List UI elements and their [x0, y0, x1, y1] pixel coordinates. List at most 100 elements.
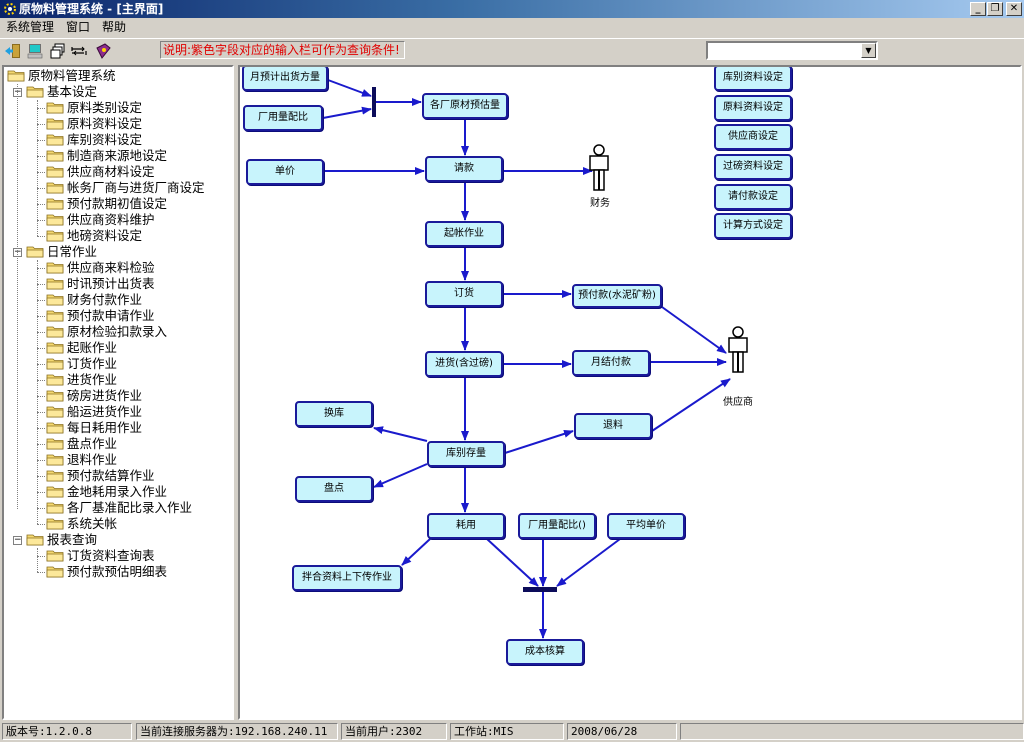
tree-item-label: 原物料管理系统: [28, 68, 116, 83]
tree-item[interactable]: 原材检验扣款录入: [46, 324, 167, 340]
tree-item-label: 起账作业: [67, 340, 118, 355]
node-set-warehouse[interactable]: 库别资料设定: [714, 67, 792, 91]
node-set-calc[interactable]: 计算方式设定: [714, 213, 792, 239]
tree-item[interactable]: 订货作业: [46, 356, 117, 372]
folder-icon: [26, 85, 44, 98]
actor-supplier-icon: [728, 326, 748, 373]
tree-item[interactable]: 进货作业: [46, 372, 117, 388]
node-factory-ratio[interactable]: 厂用量配比: [243, 105, 323, 131]
folder-icon: [46, 213, 64, 226]
tree-item[interactable]: 每日耗用作业: [46, 420, 142, 436]
tree-item-label: 系统关帐: [67, 516, 118, 531]
collapse-toggle-icon[interactable]: −: [13, 535, 22, 545]
node-prepay[interactable]: 预付款(水泥矿粉): [572, 284, 662, 308]
tree-item[interactable]: 财务付款作业: [46, 292, 142, 308]
tree-item[interactable]: 退料作业: [46, 452, 117, 468]
node-unit-price[interactable]: 单价: [246, 159, 324, 185]
query-combo-box[interactable]: ▼: [706, 41, 878, 60]
actor-finance-label: 财务: [590, 198, 610, 209]
folder-icon: [46, 277, 64, 290]
exit-door-icon[interactable]: [4, 42, 22, 60]
node-return[interactable]: 退料: [574, 413, 652, 439]
tree-item[interactable]: 供应商材料设定: [46, 164, 155, 180]
flow-arrow: [486, 538, 539, 587]
node-cost[interactable]: 成本核算: [506, 639, 584, 665]
close-button[interactable]: ✕: [1006, 2, 1022, 16]
tree-item[interactable]: 起账作业: [46, 340, 117, 356]
node-set-scale[interactable]: 过磅资料设定: [714, 154, 792, 180]
title-bar: 原物料管理系统 - [主界面] _ ❐ ✕: [0, 0, 1024, 18]
tree-item[interactable]: 原料资料设定: [46, 116, 142, 132]
node-monthly-forecast[interactable]: 月预计出货方量: [242, 67, 328, 91]
status-extra: [680, 723, 1024, 740]
folder-icon: [46, 405, 64, 418]
tree-item[interactable]: 地磅资料设定: [46, 228, 142, 244]
flow-arrow: [322, 106, 372, 119]
menu-system-management[interactable]: 系统管理: [6, 20, 55, 34]
flow-connectors: [322, 79, 748, 639]
tree-item[interactable]: 预付款期初值设定: [46, 196, 167, 212]
node-order[interactable]: 订货: [425, 281, 503, 307]
folder-icon: [46, 357, 64, 370]
tree-item[interactable]: 预付款申请作业: [46, 308, 155, 324]
folder-icon: [46, 373, 64, 386]
tree-group[interactable]: 基本设定: [26, 84, 97, 100]
toolbar: 说明:紫色字段对应的输入栏可作为查询条件! ▼: [0, 38, 1024, 62]
node-consume[interactable]: 耗用: [427, 513, 505, 539]
tree-item[interactable]: 系统关帐: [46, 516, 117, 532]
tile-windows-icon[interactable]: [70, 42, 88, 60]
node-estimate[interactable]: 各厂原材预估量: [422, 93, 508, 119]
tree-item[interactable]: 订货资料查询表: [46, 548, 155, 564]
tree-item-label: 供应商材料设定: [67, 164, 155, 179]
node-set-supplier[interactable]: 供应商设定: [714, 124, 792, 150]
tree-item[interactable]: 供应商来料检验: [46, 260, 155, 276]
tree-item[interactable]: 预付款结算作业: [46, 468, 155, 484]
node-transfer[interactable]: 换库: [295, 401, 373, 427]
cascade-windows-icon[interactable]: [48, 42, 66, 60]
node-mix-upload[interactable]: 拌合资料上下传作业: [292, 565, 402, 591]
node-factory-ratio2[interactable]: 厂用量配比(): [518, 513, 596, 539]
tree-group[interactable]: 报表查询: [26, 532, 97, 548]
tree-connector: [37, 348, 45, 349]
menu-window[interactable]: 窗口: [66, 20, 91, 34]
tree-item[interactable]: 供应商资料维护: [46, 212, 155, 228]
tree-item[interactable]: 磅房进货作业: [46, 388, 142, 404]
node-receive[interactable]: 进货(含过磅): [425, 351, 503, 377]
navigation-tree[interactable]: 原物料管理系统 − 基本设定原料类别设定原料资料设定库别资料设定制造商来源地设定供应…: [2, 65, 234, 720]
folder-icon: [46, 149, 64, 162]
flow-arrow: [327, 79, 372, 97]
node-start-account[interactable]: 起帐作业: [425, 221, 503, 247]
tree-item[interactable]: 帐务厂商与进货厂商设定: [46, 180, 205, 196]
node-monthly-pay[interactable]: 月结付款: [572, 350, 650, 376]
tree-item[interactable]: 原料类别设定: [46, 100, 142, 116]
node-set-payment[interactable]: 请付款设定: [714, 184, 792, 210]
node-set-material[interactable]: 原料资料设定: [714, 95, 792, 121]
tree-item[interactable]: 盘点作业: [46, 436, 117, 452]
folder-icon: [46, 229, 64, 242]
tree-item[interactable]: 预付款预估明细表: [46, 564, 167, 580]
node-stock[interactable]: 库别存量: [427, 441, 505, 467]
help-book-icon[interactable]: [94, 42, 112, 60]
tree-item[interactable]: 库别资料设定: [46, 132, 142, 148]
menu-help[interactable]: 帮助: [102, 20, 127, 34]
chevron-down-icon[interactable]: ▼: [861, 43, 876, 58]
folder-icon: [46, 437, 64, 450]
tree-root[interactable]: 原物料管理系统: [7, 68, 116, 84]
folder-icon: [46, 101, 64, 114]
node-request-payment[interactable]: 请款: [425, 156, 503, 182]
tree-item[interactable]: 制造商来源地设定: [46, 148, 167, 164]
computer-icon[interactable]: [26, 42, 44, 60]
node-avg-price[interactable]: 平均单价: [607, 513, 685, 539]
flow-arrow: [661, 306, 727, 354]
tree-item[interactable]: 船运进货作业: [46, 404, 142, 420]
tree-item[interactable]: 时讯预计出货表: [46, 276, 155, 292]
folder-icon: [46, 261, 64, 274]
tree-item[interactable]: 金地耗用录入作业: [46, 484, 167, 500]
tree-group[interactable]: 日常作业: [26, 244, 97, 260]
status-user: 当前用户:2302: [341, 723, 447, 740]
tree-item[interactable]: 各厂基准配比录入作业: [46, 500, 192, 516]
node-inventory[interactable]: 盘点: [295, 476, 373, 502]
restore-button[interactable]: ❐: [987, 2, 1003, 16]
minimize-button[interactable]: _: [970, 2, 986, 16]
panel-splitter[interactable]: [234, 65, 238, 720]
